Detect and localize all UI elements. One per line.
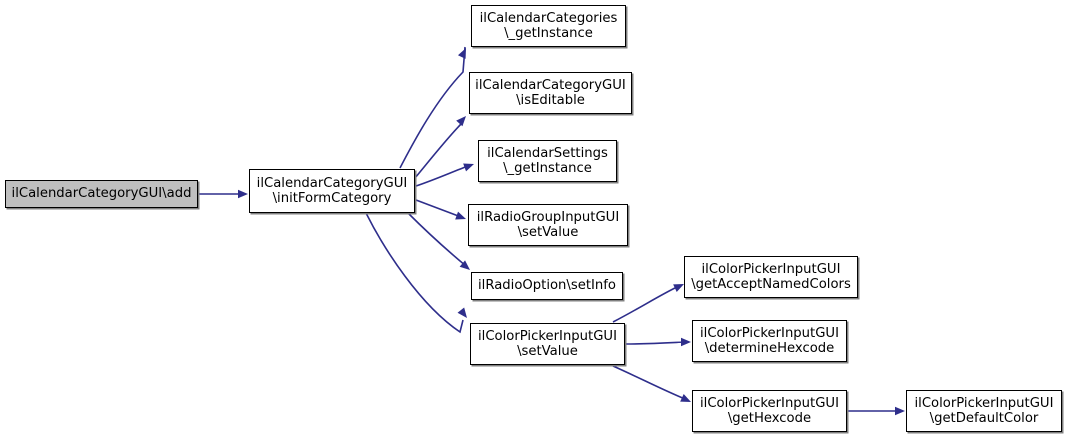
graph-node-label: ilRadioOption\setInfo xyxy=(478,278,616,294)
arrowhead xyxy=(457,307,467,318)
graph-node-determineHexcode[interactable]: ilColorPickerInputGUI \determineHexcode xyxy=(692,320,847,362)
edge-add-to-initFormCategory xyxy=(199,189,248,199)
graph-node-label: ilCalendarCategoryGUI\add xyxy=(11,186,192,202)
edge-initFormCategory-to-radioGroupSetValue xyxy=(415,199,466,220)
graph-node-label: ilColorPickerInputGUI \determineHexcode xyxy=(700,325,839,357)
arrowhead xyxy=(238,189,248,199)
edge-colorPickerSetValue-to-getAcceptNamedColors xyxy=(612,284,684,323)
edge-initFormCategory-to-categoriesGetInstance xyxy=(399,46,466,169)
edge-initFormCategory-to-radioOptionSetInfo xyxy=(407,212,470,270)
graph-node-getAcceptNamedColors[interactable]: ilColorPickerInputGUI \getAcceptNamedCol… xyxy=(684,256,858,298)
graph-node-label: ilColorPickerInputGUI \getDefaultColor xyxy=(914,395,1054,427)
edge-initFormCategory-to-settingsGetInstance xyxy=(415,163,474,187)
graph-node-label: ilColorPickerInputGUI \getAcceptNamedCol… xyxy=(691,261,851,293)
graph-node-label: ilCalendarCategoryGUI \initFormCategory xyxy=(256,175,408,207)
graph-node-label: ilCalendarCategoryGUI \isEditable xyxy=(475,77,626,109)
arrowhead xyxy=(457,48,466,59)
arrowhead xyxy=(456,116,466,127)
arrowhead xyxy=(895,406,905,416)
graph-node-colorPickerSetValue[interactable]: ilColorPickerInputGUI \setValue xyxy=(470,323,625,365)
graph-node-categoriesGetInstance[interactable]: ilCalendarCategories \_getInstance xyxy=(471,5,626,47)
graph-node-label: ilColorPickerInputGUI \getHexcode xyxy=(700,395,839,427)
graph-node-getHexcode[interactable]: ilColorPickerInputGUI \getHexcode xyxy=(692,390,847,432)
graph-node-radioOptionSetInfo[interactable]: ilRadioOption\setInfo xyxy=(471,272,623,300)
graph-node-initFormCategory[interactable]: ilCalendarCategoryGUI \initFormCategory xyxy=(249,169,415,213)
graph-node-add[interactable]: ilCalendarCategoryGUI\add xyxy=(5,180,198,208)
arrowhead xyxy=(455,211,466,220)
edge-colorPickerSetValue-to-getHexcode xyxy=(612,365,691,402)
arrowhead xyxy=(463,163,474,172)
edge-getHexcode-to-getDefaultColor xyxy=(847,406,905,416)
arrowhead xyxy=(680,393,691,402)
edge-colorPickerSetValue-to-determineHexcode xyxy=(625,337,691,347)
graph-node-label: ilCalendarCategories \_getInstance xyxy=(479,10,618,42)
graph-node-settingsGetInstance[interactable]: ilCalendarSettings \_getInstance xyxy=(478,140,617,182)
arrowhead xyxy=(681,337,691,347)
graph-node-getDefaultColor[interactable]: ilColorPickerInputGUI \getDefaultColor xyxy=(906,390,1062,432)
graph-node-label: ilColorPickerInputGUI \setValue xyxy=(478,328,617,360)
edge-initFormCategory-to-colorPickerSetValue xyxy=(365,212,467,334)
edge-initFormCategory-to-isEditable xyxy=(414,116,466,179)
graph-node-radioGroupSetValue[interactable]: ilRadioGroupInputGUI \setValue xyxy=(468,204,628,246)
graph-node-isEditable[interactable]: ilCalendarCategoryGUI \isEditable xyxy=(469,72,632,114)
graph-node-label: ilCalendarSettings \_getInstance xyxy=(487,145,608,177)
graph-node-label: ilRadioGroupInputGUI \setValue xyxy=(476,209,620,241)
